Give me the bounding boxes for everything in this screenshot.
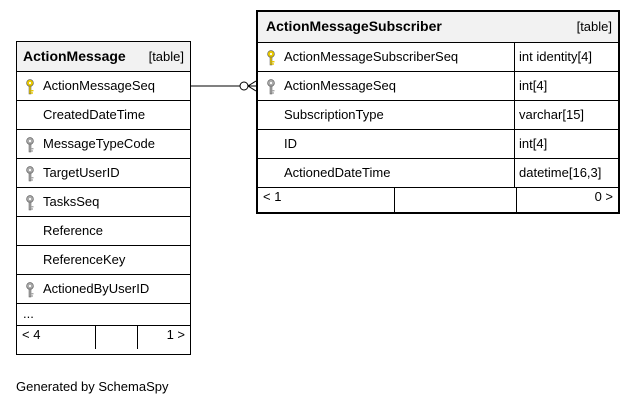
- column-row[interactable]: ActionedDateTime datetime[16,3]: [258, 159, 618, 188]
- column-name: TargetUserID: [43, 165, 120, 180]
- footer-divider: [394, 188, 395, 213]
- table-action-message-subscriber[interactable]: ActionMessageSubscriber [table] ActionMe…: [256, 10, 620, 214]
- column-name: ReferenceKey: [43, 252, 126, 267]
- footer-divider: [137, 326, 138, 349]
- table-header: ActionMessageSubscriber [table]: [258, 12, 618, 43]
- column-name: TasksSeq: [43, 194, 100, 209]
- column-row[interactable]: TargetUserID: [17, 159, 190, 188]
- foreign-key-icon: [25, 282, 37, 298]
- column-type: int[4]: [514, 72, 618, 100]
- column-type: datetime[16,3]: [514, 159, 618, 187]
- footer-divider: [95, 326, 96, 349]
- column-name: MessageTypeCode: [43, 136, 156, 151]
- column-row[interactable]: TasksSeq: [17, 188, 190, 217]
- column-row[interactable]: ReferenceKey: [17, 246, 190, 275]
- children-count[interactable]: 1 >: [166, 327, 185, 342]
- parents-count[interactable]: < 1: [263, 189, 282, 204]
- column-name: CreatedDateTime: [43, 107, 146, 122]
- column-row[interactable]: ID int[4]: [258, 130, 618, 159]
- optional-marker: [239, 81, 249, 91]
- footer-divider: [516, 188, 517, 213]
- table-header: ActionMessage [table]: [17, 42, 190, 72]
- parents-count[interactable]: < 4: [22, 327, 41, 342]
- column-row[interactable]: ActionedByUserID: [17, 275, 190, 304]
- column-type: varchar[15]: [514, 101, 618, 129]
- column-name: Reference: [43, 223, 103, 238]
- crowfoot-upper: [247, 80, 257, 87]
- table-kind: [table]: [576, 19, 612, 34]
- table-footer: < 4 1 >: [17, 326, 190, 349]
- column-name: ActionedDateTime: [284, 165, 391, 180]
- column-type: int[4]: [514, 130, 618, 158]
- generated-by-label: Generated by SchemaSpy: [16, 379, 169, 394]
- primary-key-icon: [25, 79, 37, 95]
- column-row[interactable]: MessageTypeCode: [17, 130, 190, 159]
- primary-key-icon: [266, 50, 278, 66]
- table-footer: < 1 0 >: [258, 188, 618, 213]
- table-name: ActionMessageSubscriber: [266, 18, 442, 34]
- column-row[interactable]: ActionMessageSeq int[4]: [258, 72, 618, 101]
- column-row[interactable]: Reference: [17, 217, 190, 246]
- column-row[interactable]: ActionMessageSeq: [17, 72, 190, 101]
- crowfoot-lower: [247, 85, 257, 92]
- table-kind: [table]: [148, 49, 184, 64]
- foreign-key-icon: [25, 195, 37, 211]
- column-name: ActionMessageSubscriberSeq: [284, 49, 459, 64]
- column-row[interactable]: SubscriptionType varchar[15]: [258, 101, 618, 130]
- table-name: ActionMessage: [23, 48, 126, 64]
- ellipsis-text: ...: [23, 306, 34, 321]
- column-row[interactable]: CreatedDateTime: [17, 101, 190, 130]
- column-name: SubscriptionType: [284, 107, 384, 122]
- column-row[interactable]: ActionMessageSubscriberSeq int identity[4…: [258, 43, 618, 72]
- children-count[interactable]: 0 >: [594, 189, 613, 204]
- column-name: ActionedByUserID: [43, 281, 150, 296]
- column-name: ActionMessageSeq: [43, 78, 156, 93]
- foreign-key-icon: [266, 79, 278, 95]
- column-name: ID: [284, 136, 297, 151]
- foreign-key-icon: [25, 137, 37, 153]
- ellipsis-row: ...: [17, 304, 190, 326]
- column-name: ActionMessageSeq: [284, 78, 397, 93]
- foreign-key-icon: [25, 166, 37, 182]
- column-type: int identity[4]: [514, 43, 618, 71]
